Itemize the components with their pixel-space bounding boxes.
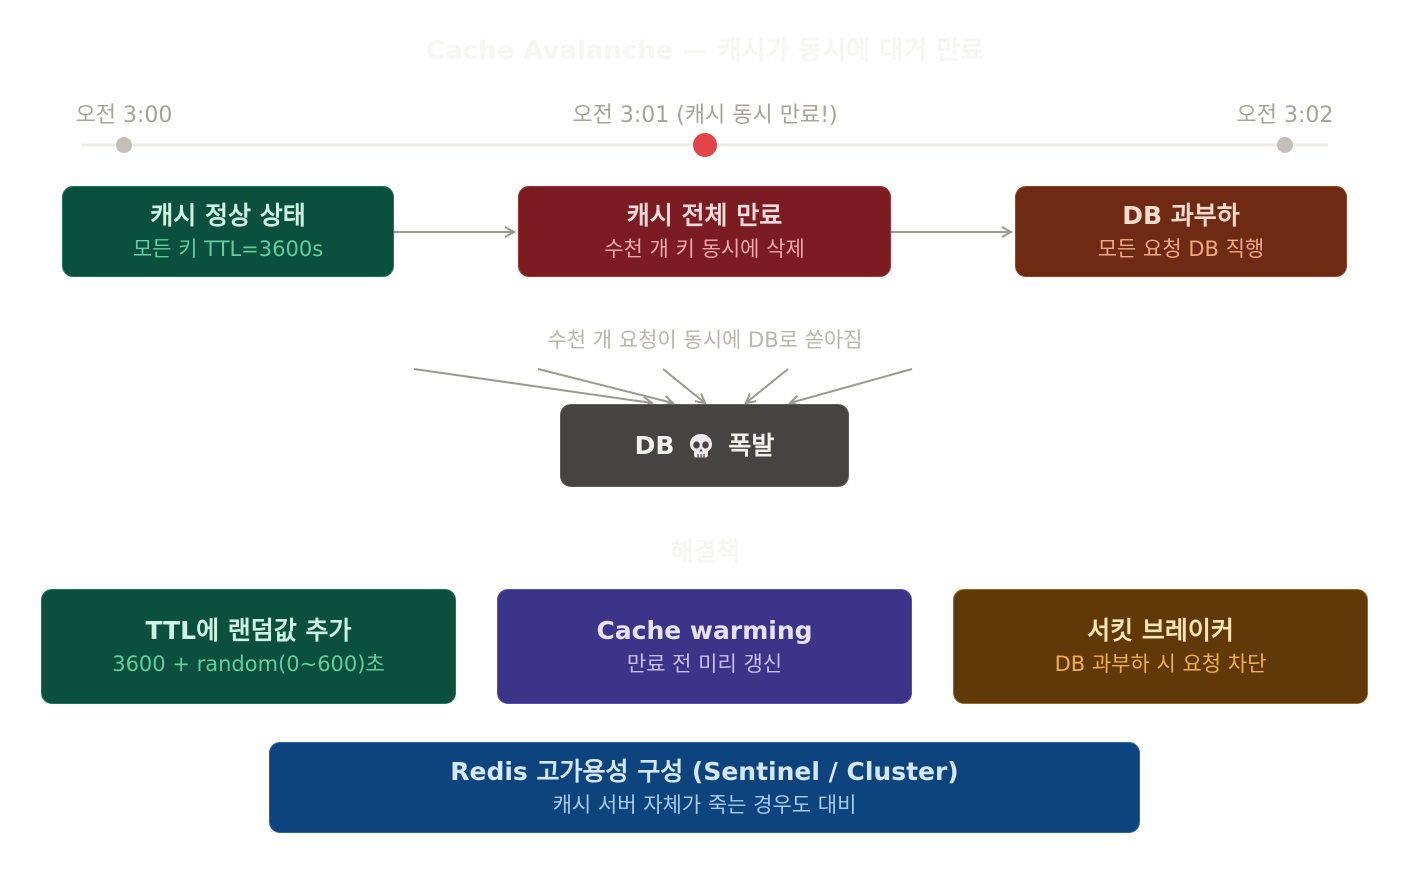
solution-circuit-breaker-title: 서킷 브레이커: [1087, 615, 1234, 645]
timeline-label-start: 오전 3:00: [75, 103, 173, 128]
flood-arrow-1: [413, 368, 652, 403]
box-db-overload: DB 과부하 모든 요청 DB 직행: [1015, 186, 1347, 277]
solution-ttl-random: TTL에 랜덤값 추가 3600 + random(0~600)초: [41, 589, 456, 704]
flood-arrow-2: [537, 368, 673, 403]
solutions-title: 해결책: [670, 537, 740, 566]
solution-circuit-breaker: 서킷 브레이커 DB 과부하 시 요청 차단: [953, 589, 1368, 704]
box-db-explode: DB 폭발: [560, 404, 849, 487]
box-cache-normal: 캐시 정상 상태 모든 키 TTL=3600s: [62, 186, 394, 277]
db-explode-label: DB: [634, 430, 675, 460]
flood-arrow-5: [790, 368, 913, 403]
timeline-label-end: 오전 3:02: [1236, 103, 1334, 128]
solution-ttl-random-title: TTL에 랜덤값 추가: [145, 615, 352, 645]
solution-cache-warming-title: Cache warming: [596, 615, 813, 645]
solution-cache-warming: Cache warming 만료 전 미리 갱신: [497, 589, 912, 704]
box-cache-expire-title: 캐시 전체 만료: [626, 200, 783, 230]
db-explode-suffix: 폭발: [728, 430, 775, 460]
box-db-overload-subtitle: 모든 요청 DB 직행: [1097, 236, 1265, 261]
skull-icon: [686, 431, 716, 461]
timeline-dot-expire: [693, 133, 717, 157]
diagram-title: Cache Avalanche — 캐시가 동시에 대거 만료: [426, 36, 984, 66]
box-cache-expire: 캐시 전체 만료 수천 개 키 동시에 삭제: [518, 186, 891, 277]
solution-ttl-random-subtitle: 3600 + random(0~600)초: [112, 651, 385, 676]
solution-redis-ha-subtitle: 캐시 서버 자체가 죽는 경우도 대비: [552, 792, 857, 817]
box-cache-normal-subtitle: 모든 키 TTL=3600s: [132, 236, 324, 261]
timeline-label-expire: 오전 3:01 (캐시 동시 만료!): [572, 103, 838, 128]
solution-redis-ha: Redis 고가용성 구성 (Sentinel / Cluster) 캐시 서버…: [269, 742, 1140, 833]
timeline-dot-start: [116, 137, 132, 153]
flood-arrow-4: [746, 368, 789, 403]
flood-label: 수천 개 요청이 동시에 DB로 쏟아짐: [547, 328, 863, 352]
solution-circuit-breaker-subtitle: DB 과부하 시 요청 차단: [1054, 651, 1267, 676]
box-db-overload-title: DB 과부하: [1122, 200, 1240, 230]
timeline-dot-end: [1277, 137, 1293, 153]
box-cache-normal-title: 캐시 정상 상태: [150, 200, 306, 230]
solution-cache-warming-subtitle: 만료 전 미리 갱신: [626, 651, 783, 676]
solution-redis-ha-title: Redis 고가용성 구성 (Sentinel / Cluster): [450, 756, 959, 786]
flood-arrow-3: [662, 368, 705, 403]
box-cache-expire-subtitle: 수천 개 키 동시에 삭제: [604, 236, 805, 261]
